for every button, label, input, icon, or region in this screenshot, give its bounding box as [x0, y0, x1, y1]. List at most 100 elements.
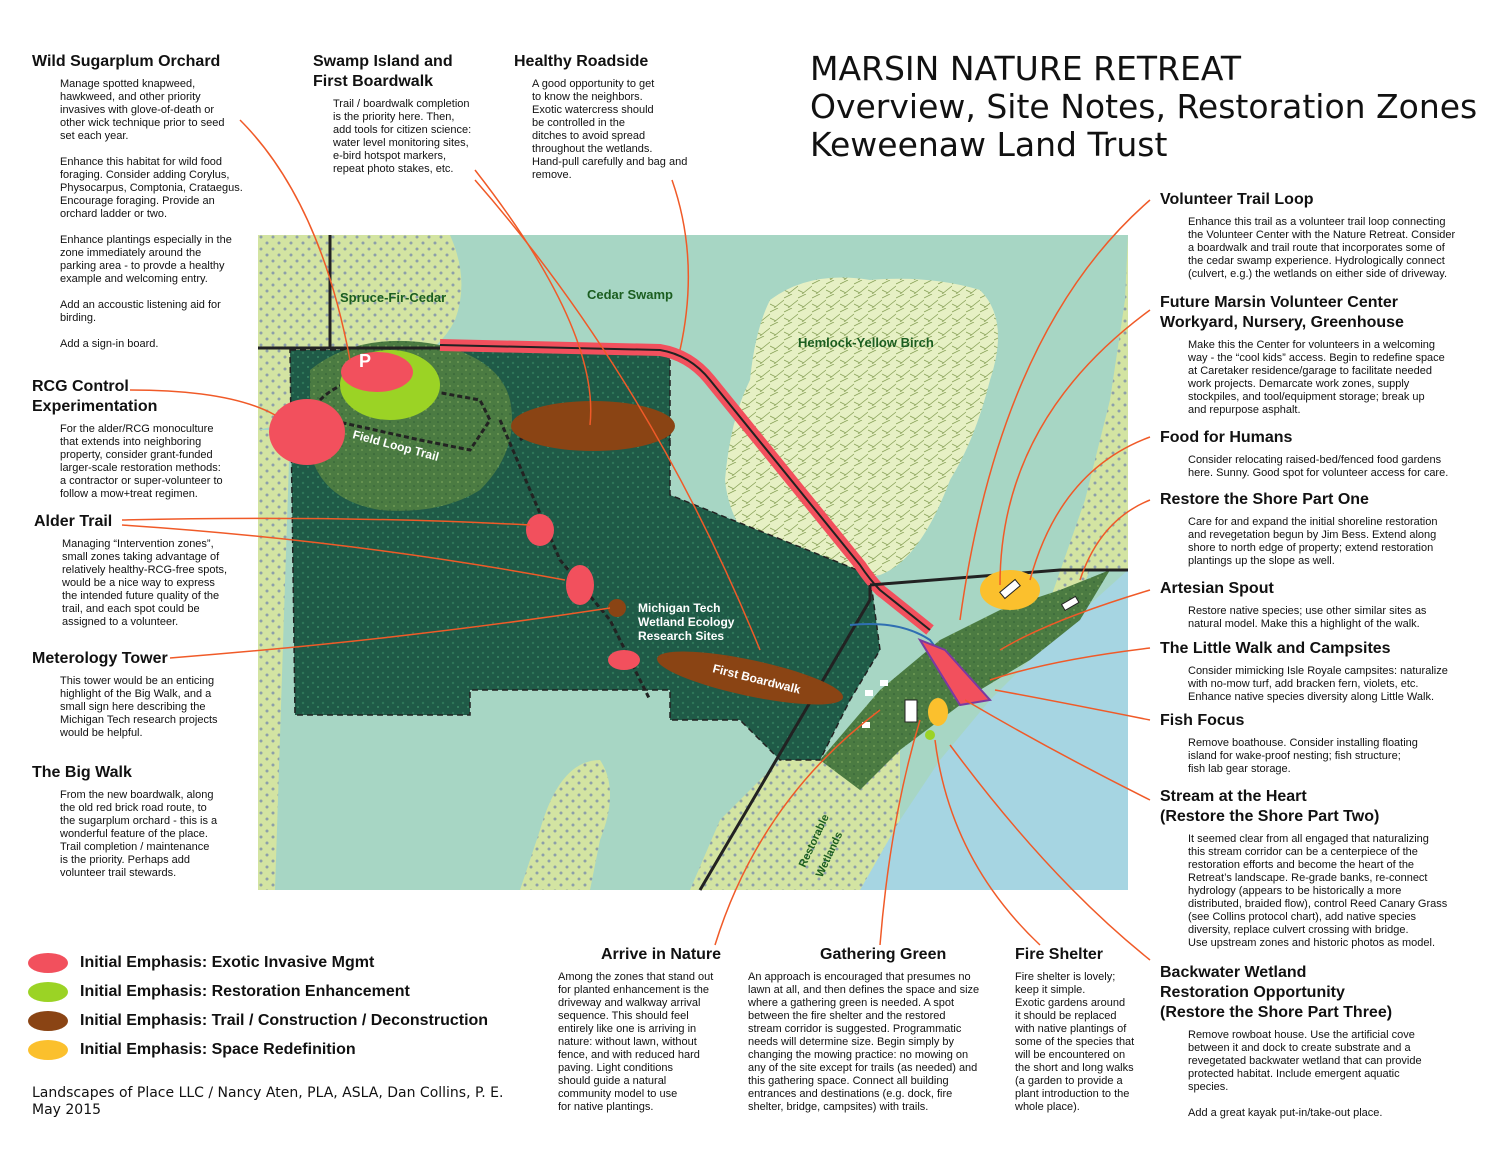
alder-intervention-zone-3	[608, 650, 640, 670]
note-body: Remove boathouse. Consider installing fl…	[1188, 737, 1418, 775]
leader-alder-1	[121, 517, 531, 526]
note-restore-shore-one: Restore the Shore Part One Care for and …	[1160, 490, 1480, 568]
upland-northwest-strip	[258, 430, 290, 890]
note-title: Healthy Roadside	[514, 53, 649, 70]
title-line-2: Overview, Site Notes, Restoration Zones	[810, 87, 1478, 126]
leader-volunteer-center	[999, 309, 1151, 586]
credit-line-2: May 2015	[32, 1102, 102, 1118]
note-meteorology-tower: Meterology Tower This tower would be an …	[32, 649, 262, 740]
upland-south-west	[520, 760, 610, 890]
note-body: Managing “Intervention zones”, small zon…	[62, 538, 228, 628]
leader-little-walk	[989, 647, 1151, 681]
note-title: The Big Walk	[32, 764, 132, 781]
lake	[860, 570, 1128, 890]
leader-fish	[994, 689, 1151, 721]
note-arrive-in-nature: Arrive in Nature Among the zones that st…	[558, 945, 743, 1114]
leader-backwater	[949, 744, 1151, 961]
note-fire-shelter: Fire Shelter Fire shelter is lovely; kee…	[1015, 945, 1160, 1114]
campsite-2	[880, 680, 888, 686]
note-title: Alder Trail	[34, 513, 113, 530]
leader-tower	[169, 607, 611, 659]
leader-stream	[964, 699, 1151, 801]
leader-swamp-2	[474, 179, 761, 651]
note-body: Enhance this trail as a volunteer trail …	[1188, 216, 1456, 280]
gathering-space-zone	[928, 698, 948, 726]
note-stream-heart: Stream at the Heart(Restore the Shore Pa…	[1160, 787, 1480, 950]
note-title: Food for Humans	[1160, 429, 1293, 446]
rcg-control-zone	[269, 399, 345, 465]
note-gathering-green: Gathering Green An approach is encourage…	[748, 945, 1003, 1114]
main-road	[258, 346, 1128, 891]
parking-invasive-zone	[341, 352, 413, 392]
leader-rcg	[129, 389, 276, 416]
meteorology-tower-zone	[608, 599, 626, 617]
leader-lines	[121, 119, 1151, 961]
note-title: Wild Sugarplum Orchard	[32, 53, 221, 70]
leader-gathering	[879, 719, 921, 946]
legend-item-restoration: Initial Emphasis: Restoration Enhancemen…	[28, 977, 488, 1006]
leader-arrive	[714, 709, 881, 946]
note-artesian-spout: Artesian Spout Restore native species; u…	[1160, 579, 1480, 631]
map-title: MARSIN NATURE RETREAT Overview, Site Not…	[810, 49, 1478, 164]
stream-corridor	[917, 637, 992, 707]
label-hemlock: Hemlock-Yellow Birch	[798, 335, 934, 350]
note-title: Restore the Shore Part One	[1160, 491, 1369, 508]
credit-line-1: Landscapes of Place LLC / Nancy Aten, PL…	[32, 1085, 504, 1101]
note-title: Meterology Tower	[32, 650, 168, 667]
note-title: Artesian Spout	[1160, 580, 1274, 597]
note-title: Volunteer Trail Loop	[1160, 191, 1314, 208]
note-body: Consider relocating raised-bed/fenced fo…	[1188, 454, 1449, 479]
leader-food	[1029, 436, 1151, 581]
title-line-1: MARSIN NATURE RETREAT	[810, 49, 1241, 88]
legend-label: Initial Emphasis: Restoration Enhancemen…	[80, 982, 410, 1000]
note-title: Fish Focus	[1160, 712, 1245, 729]
legend-swatch	[28, 1039, 68, 1060]
building-boathouse	[1060, 595, 1080, 612]
alder-intervention-zone-2	[566, 565, 594, 605]
note-volunteer-trail-loop: Volunteer Trail Loop Enhance this trail …	[1160, 190, 1480, 281]
note-body: Care for and expand the initial shorelin…	[1188, 516, 1438, 567]
building-caretaker	[999, 578, 1021, 600]
legend-item-invasive: Initial Emphasis: Exotic Invasive Mgmt	[28, 948, 488, 977]
campsite-1	[865, 690, 873, 696]
leader-orchard	[239, 119, 351, 361]
note-title: Fire Shelter	[1015, 946, 1104, 963]
legend-item-trail: Initial Emphasis: Trail / Construction /…	[28, 1006, 488, 1035]
label-spruce: Spruce-Fir-Cedar	[340, 290, 446, 305]
parking-icon: P	[359, 351, 371, 371]
campsite-3	[862, 722, 870, 728]
note-body: Trail / boardwalk completion is the prio…	[333, 98, 472, 175]
note-body: It seemed clear from all engaged that na…	[1188, 833, 1448, 949]
legend-label: Initial Emphasis: Trail / Construction /…	[80, 1011, 489, 1029]
note-wild-sugarplum: Wild Sugarplum Orchard Manage spotted kn…	[32, 52, 262, 351]
leader-fire	[934, 739, 1041, 946]
first-boardwalk-zone	[657, 651, 843, 705]
label-mt-3: Research Sites	[638, 629, 724, 643]
label-mt-2: Wetland Ecology	[638, 615, 735, 629]
note-body: Among the zones that stand out for plant…	[558, 971, 714, 1113]
note-fish-focus: Fish Focus Remove boathouse. Consider in…	[1160, 711, 1480, 776]
legend-swatch	[28, 981, 68, 1002]
leader-volunteer-loop	[959, 199, 1151, 621]
note-body: A good opportunity to get to know the ne…	[532, 78, 688, 181]
note-body: An approach is encouraged that presumes …	[748, 971, 980, 1113]
legend-item-space: Initial Emphasis: Space Redefinition	[28, 1035, 488, 1064]
fire-shelter-zone	[925, 730, 935, 740]
leader-artesian	[999, 589, 1151, 651]
label-cedar: Cedar Swamp	[587, 287, 673, 302]
note-title: The Little Walk and Campsites	[1160, 640, 1391, 657]
hemlock-stand	[725, 277, 998, 578]
leader-swamp-1	[474, 169, 592, 426]
title-line-3: Keweenaw Land Trust	[810, 125, 1168, 164]
swamp-island-zone	[511, 401, 675, 451]
alder-intervention-zone-1	[526, 514, 554, 546]
legend-swatch	[28, 952, 68, 973]
legend-label: Initial Emphasis: Exotic Invasive Mgmt	[80, 953, 375, 971]
note-title: Stream at the Heart(Restore the Shore Pa…	[1160, 788, 1380, 825]
